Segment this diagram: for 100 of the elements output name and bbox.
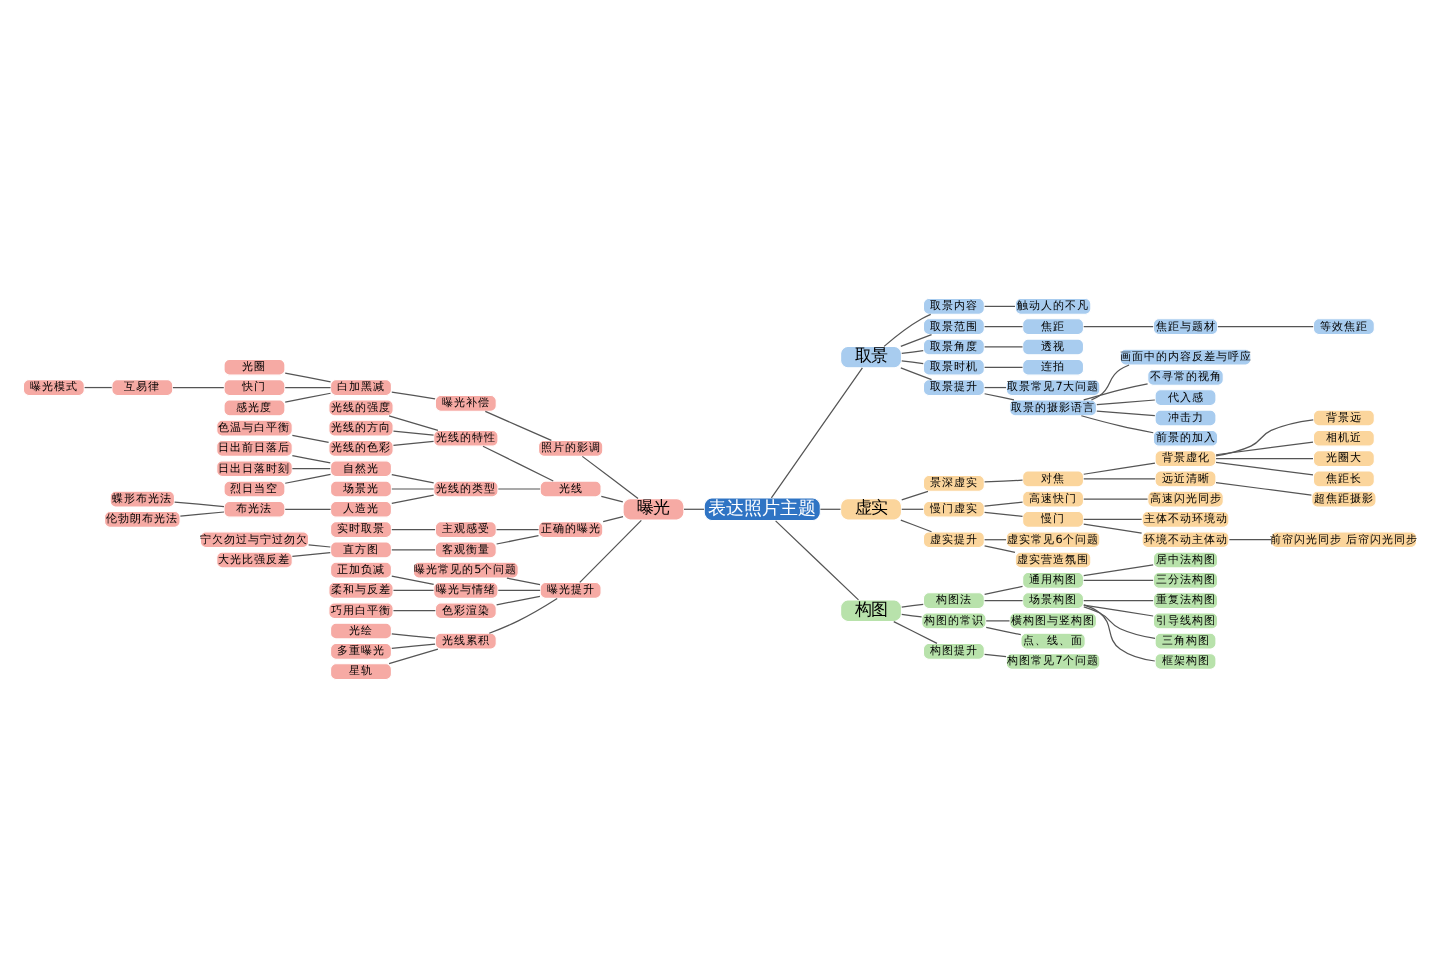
connector <box>506 576 541 585</box>
connector <box>284 385 332 388</box>
connector <box>488 596 558 633</box>
connector <box>392 429 435 435</box>
connector <box>984 538 1007 540</box>
connector <box>1083 477 1156 479</box>
connector <box>1083 603 1156 661</box>
connector <box>984 345 1024 347</box>
connector <box>482 444 554 481</box>
connector <box>391 632 436 638</box>
connector <box>883 312 932 346</box>
connector <box>683 507 705 509</box>
connector <box>497 588 541 591</box>
connector <box>984 500 1024 506</box>
connector <box>819 507 842 509</box>
connector <box>391 390 436 399</box>
connector <box>984 325 1024 327</box>
connector <box>1228 538 1272 540</box>
connector <box>391 472 435 483</box>
connector <box>1096 398 1156 405</box>
connector <box>984 478 1024 482</box>
connector <box>579 518 642 582</box>
connector <box>1083 325 1154 327</box>
connector <box>581 454 639 499</box>
connector <box>984 584 1024 594</box>
connector <box>984 544 1016 552</box>
connector <box>392 588 435 591</box>
connector <box>775 519 860 600</box>
connector <box>1083 605 1156 639</box>
connector <box>984 392 1015 400</box>
connector <box>1083 603 1154 616</box>
connector <box>284 507 332 509</box>
connector <box>1217 325 1314 327</box>
connector <box>496 594 541 605</box>
connector <box>388 414 439 430</box>
connector <box>985 625 1022 635</box>
connector <box>284 391 332 402</box>
connector <box>600 494 624 502</box>
connector <box>496 534 540 544</box>
connector <box>901 507 924 509</box>
connector <box>1083 522 1143 533</box>
connector <box>1080 414 1154 433</box>
connector <box>174 500 225 507</box>
connector <box>1215 481 1312 495</box>
connector <box>179 510 225 516</box>
node-box: 构图 <box>840 598 903 621</box>
connector <box>284 371 332 382</box>
connector <box>1083 382 1149 400</box>
node-box: 曝光 <box>622 497 685 520</box>
connector <box>391 548 436 550</box>
connector <box>901 602 924 607</box>
connector <box>900 518 933 532</box>
connector <box>770 366 863 498</box>
connector <box>893 620 938 643</box>
connector <box>900 366 933 380</box>
connector <box>1083 598 1154 601</box>
connector <box>391 642 436 648</box>
connector <box>1096 409 1156 416</box>
connector <box>900 333 933 346</box>
connector <box>901 612 923 617</box>
node-box: 表达照片主题 <box>703 496 821 521</box>
connector <box>984 304 1016 306</box>
connector <box>901 359 924 364</box>
connector <box>291 551 331 557</box>
connector <box>172 385 225 388</box>
connector <box>984 652 1007 657</box>
connector <box>388 647 439 664</box>
connector <box>84 385 113 388</box>
connector <box>984 385 1007 388</box>
connector <box>291 453 331 463</box>
connector <box>392 609 436 611</box>
connector <box>1215 456 1314 459</box>
node-box: 虚实 <box>840 497 903 520</box>
connector <box>901 349 924 353</box>
connector <box>1083 461 1156 474</box>
node-box: 取景 <box>840 344 903 368</box>
connector <box>901 489 929 500</box>
connector <box>1083 563 1154 576</box>
connector <box>1090 363 1130 400</box>
connector <box>392 439 435 445</box>
connector <box>1215 418 1314 456</box>
connector <box>1083 578 1154 580</box>
connector <box>602 515 624 522</box>
connector <box>391 487 435 489</box>
connector <box>1083 497 1149 499</box>
connector <box>1215 460 1314 475</box>
connector <box>985 619 1011 621</box>
connector <box>391 574 435 584</box>
connector <box>1083 517 1143 520</box>
connector <box>308 543 331 547</box>
connector <box>284 472 332 483</box>
connector <box>984 598 1024 601</box>
connector <box>291 433 330 442</box>
connector <box>1215 440 1314 455</box>
connector <box>984 510 1024 516</box>
connector <box>391 493 435 504</box>
connector <box>497 487 541 489</box>
connector <box>391 527 436 530</box>
connector <box>291 467 331 469</box>
connector <box>484 409 552 441</box>
